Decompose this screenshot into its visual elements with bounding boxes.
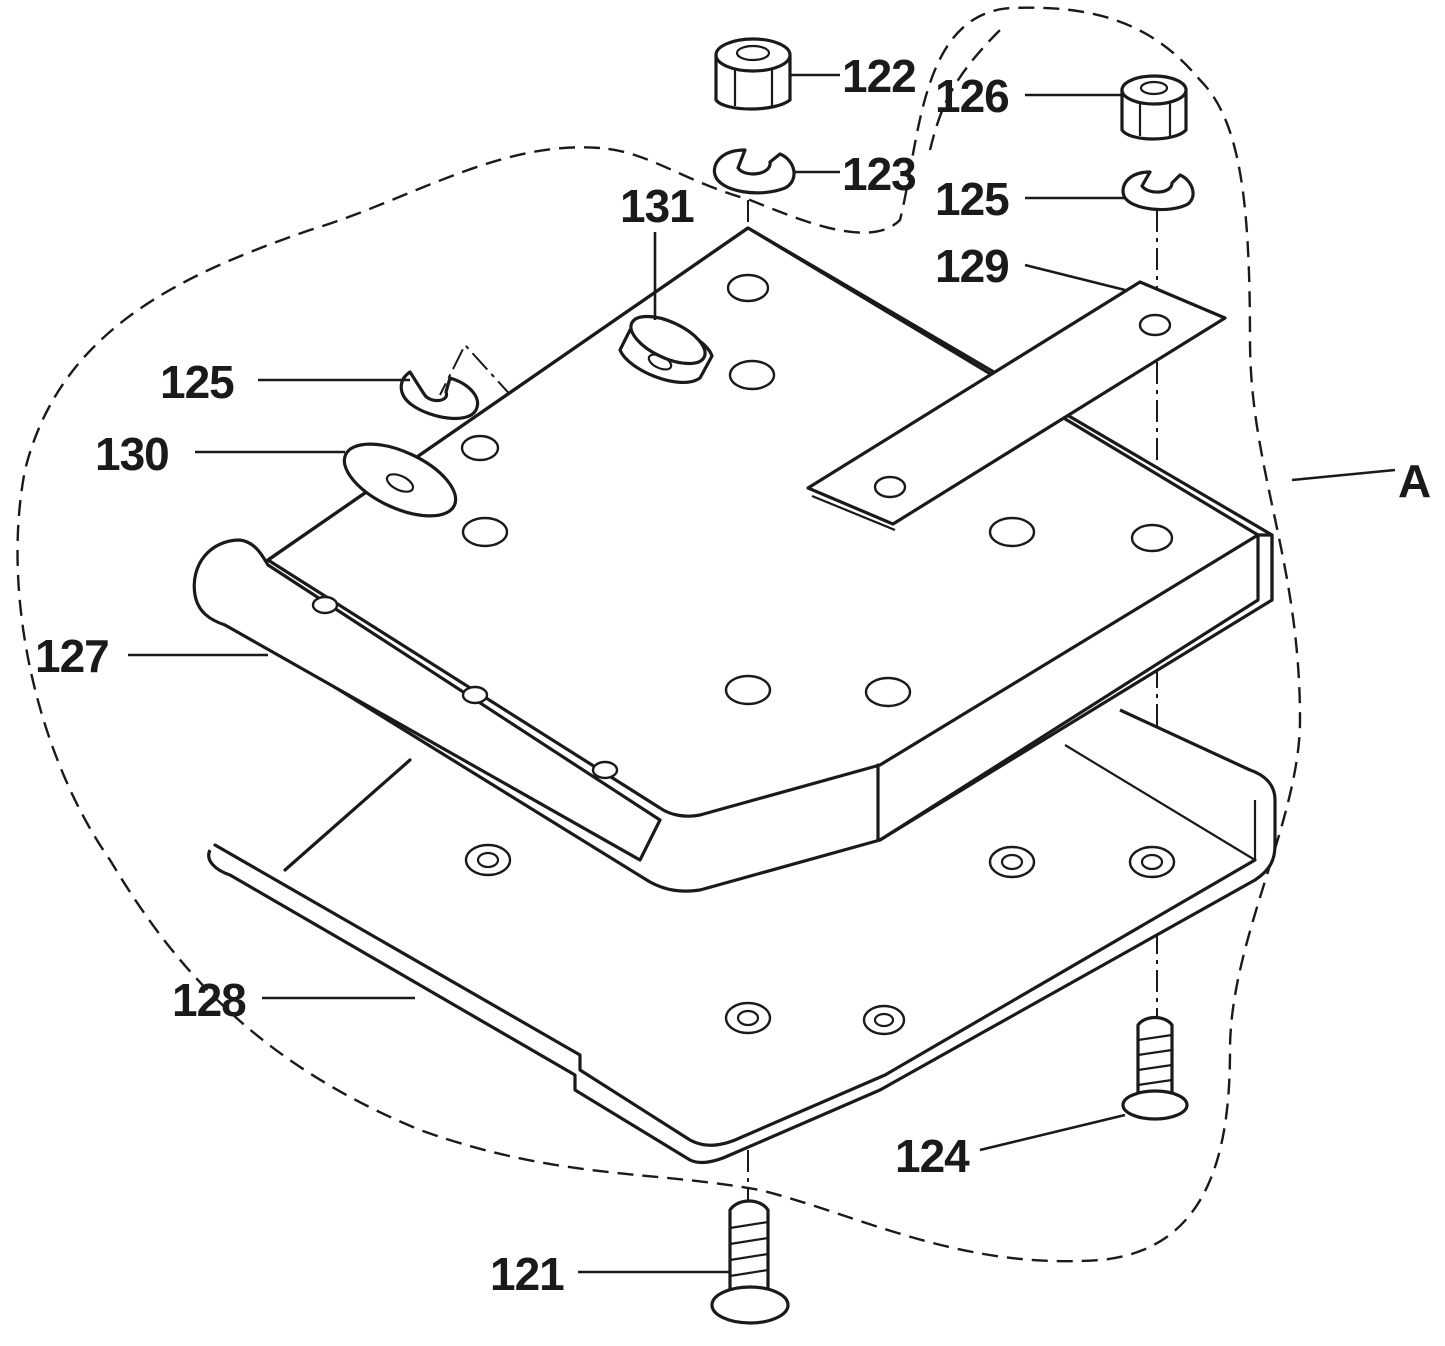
label-129: 129	[935, 240, 1009, 292]
base-plate-128-bend	[1064, 744, 1257, 861]
main-plate-holes	[311, 273, 1174, 780]
main-plate-127-top	[266, 226, 1260, 818]
label-131: 131	[620, 180, 694, 232]
label-group-a: A	[1398, 455, 1430, 507]
rolled-edge-127	[192, 538, 662, 862]
nut-126	[1120, 74, 1188, 141]
nut-122	[714, 37, 792, 111]
base-plate-holes	[464, 843, 1176, 1036]
e-ring-125-left	[399, 370, 480, 420]
washer-130	[342, 442, 458, 518]
label-128: 128	[172, 974, 246, 1026]
main-plate-127-front	[876, 533, 1274, 842]
leader-a	[1291, 468, 1396, 482]
strap-129	[806, 280, 1227, 526]
base-plate-128-edge	[213, 843, 1257, 1147]
base-plate-128	[207, 708, 1277, 1165]
label-130: 130	[95, 428, 169, 480]
nut-131	[618, 314, 714, 384]
screw-124	[1121, 1015, 1189, 1121]
label-125-top: 125	[935, 173, 1009, 225]
label-121: 121	[490, 1248, 564, 1300]
leader-124	[979, 1113, 1126, 1152]
label-122: 122	[842, 50, 916, 102]
screw-121	[710, 1199, 790, 1325]
label-123: 123	[842, 148, 916, 200]
group-boundary-inner	[928, 29, 1001, 151]
leader-129	[1024, 263, 1126, 292]
base-plate-128-rear	[283, 758, 412, 872]
e-ring-125-top	[1121, 170, 1195, 212]
label-125-left: 125	[160, 356, 234, 408]
label-124: 124	[895, 1130, 970, 1182]
strap-129-hole-left	[873, 475, 907, 499]
label-126: 126	[935, 70, 1009, 122]
strap-129-hole-right	[1138, 313, 1172, 337]
e-ring-123	[712, 148, 796, 195]
label-127: 127	[35, 630, 109, 682]
strap-129-edge	[811, 494, 896, 532]
